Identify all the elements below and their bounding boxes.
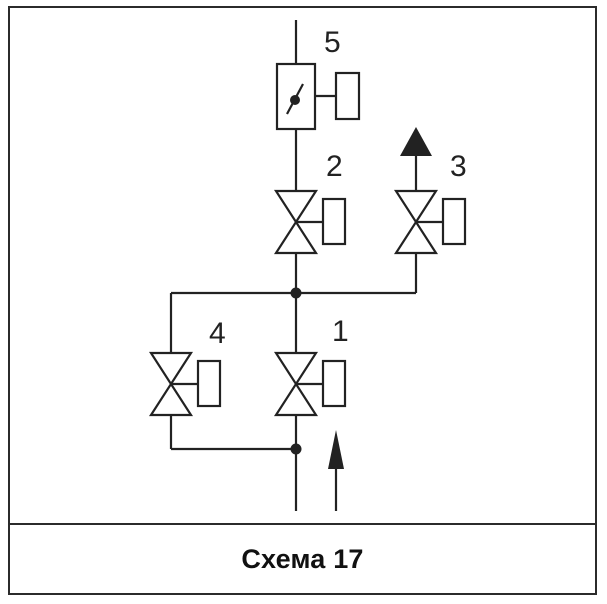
regulator-5-actuator [334,71,361,121]
valve-1-body [273,351,319,417]
valve-1-actuator [321,359,347,408]
label-valve-2: 2 [326,150,343,183]
label-valve-4: 4 [209,317,226,350]
valve-2-actuator [321,197,347,246]
label-valve-1: 1 [332,315,349,348]
diagram-area: 5 2 3 4 1 [10,8,595,523]
caption-bar: Схема 17 [10,523,595,593]
junction-upper-dot [290,287,302,299]
outflow-arrow-head [400,127,432,156]
regulator-5-pivot-dot [290,95,300,105]
valve-2-body [273,189,319,255]
label-regulator-5: 5 [324,26,341,59]
valve-4-body [148,351,194,417]
valve-3-actuator [441,197,467,246]
scheme-frame: 5 2 3 4 1 Схема 17 [8,6,597,595]
valve-4-actuator [196,359,222,408]
label-valve-3: 3 [450,150,467,183]
scheme-caption: Схема 17 [241,543,364,574]
piping-schematic: 5 2 3 4 1 [148,20,467,511]
valve-3-body [393,189,439,255]
junction-lower-dot [290,443,302,455]
inflow-arrow-head [328,430,344,469]
